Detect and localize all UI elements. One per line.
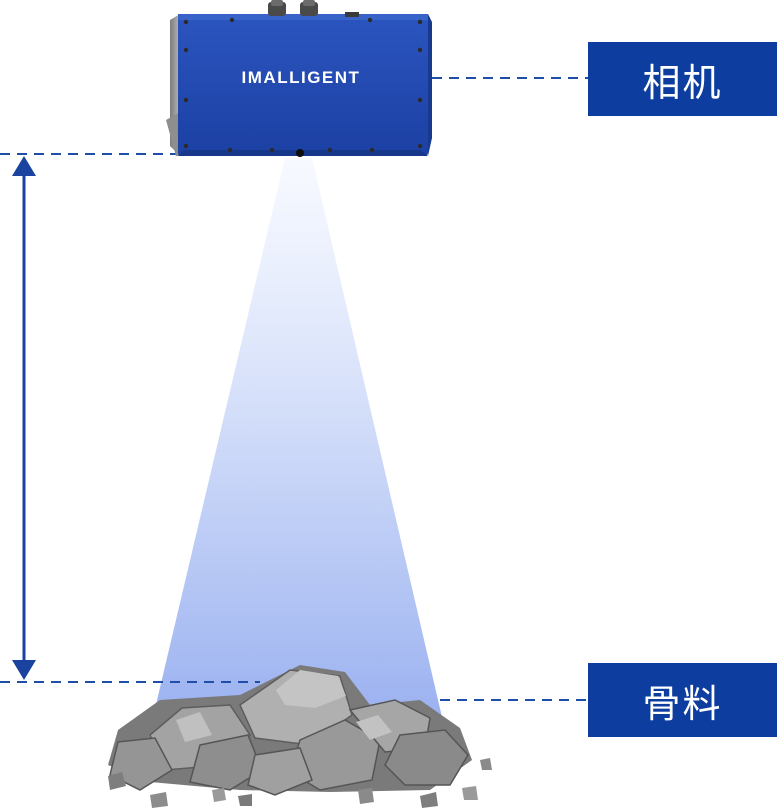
camera-body [178, 14, 428, 156]
distance-arrow-head-bottom [12, 660, 36, 680]
camera-connectors [268, 0, 359, 17]
camera: IMALLIGENT [166, 0, 432, 157]
camera-lens-icon [296, 149, 304, 157]
aggregate-label-text: 骨料 [642, 681, 723, 726]
aggregate-label: 骨料 [588, 663, 777, 737]
camera-label-text: 相机 [642, 60, 723, 105]
aggregate-rock-pile [108, 665, 492, 808]
camera-brand: IMALLIGENT [242, 68, 361, 87]
camera-label: 相机 [588, 42, 777, 116]
distance-arrow-head-top [12, 156, 36, 176]
camera-screws [183, 17, 423, 153]
light-beam [150, 158, 445, 730]
